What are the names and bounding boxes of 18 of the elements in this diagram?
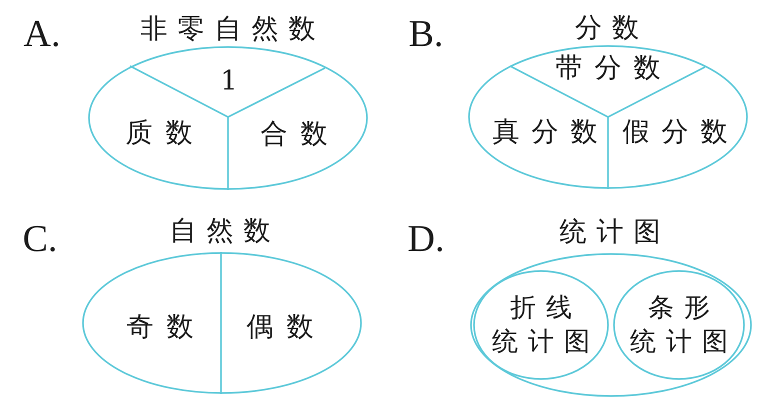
ellipse-text: 折线统计图 bbox=[492, 292, 590, 359]
heading: 非零自然数 bbox=[140, 16, 316, 42]
region-text: 质数 bbox=[126, 120, 192, 146]
region-text: 合数 bbox=[260, 120, 328, 148]
region-text: 带分数 bbox=[556, 54, 660, 82]
region-text: 假分数 bbox=[622, 118, 728, 146]
option-letter: B. bbox=[408, 15, 444, 53]
ellipse-text: 条形统计图 bbox=[630, 292, 728, 359]
region-text: 真分数 bbox=[492, 118, 598, 146]
heading: 自然数 bbox=[170, 218, 270, 244]
region-text: 1 bbox=[220, 68, 238, 94]
heading: 分数 bbox=[575, 14, 639, 42]
option-letter: A. bbox=[24, 15, 60, 53]
option-letter: D. bbox=[408, 220, 444, 258]
region-text: 偶数 bbox=[246, 314, 314, 340]
option-letter: C. bbox=[22, 220, 58, 258]
region-text: 奇数 bbox=[126, 314, 194, 340]
heading: 统计图 bbox=[560, 218, 660, 246]
